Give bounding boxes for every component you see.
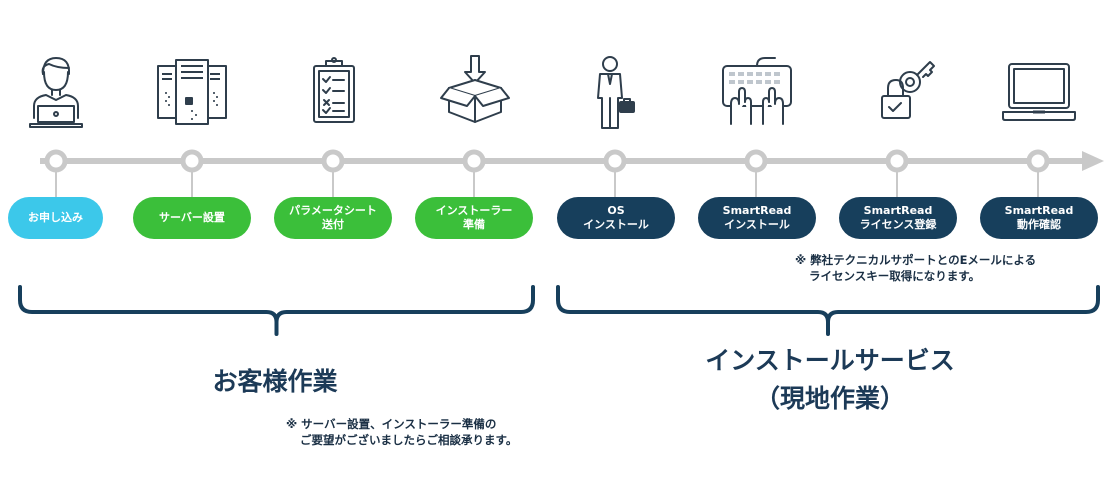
step-label: SmartRead	[863, 204, 933, 217]
customer-note-line1: ※ サーバー設置、インストーラー準備の	[286, 417, 497, 431]
timeline-node	[744, 149, 768, 173]
step-label-sub: 送付	[322, 218, 344, 231]
step-smartread-license: SmartRead ライセンス登録	[839, 197, 957, 239]
keyboard-hands-icon	[717, 52, 797, 132]
customer-note: ※ サーバー設置、インストーラー準備の ご要望がございましたらご相談承ります。	[286, 416, 517, 448]
timeline-arrowhead	[1082, 151, 1104, 171]
step-label: インストーラー	[435, 204, 513, 217]
box-download-icon	[435, 52, 515, 132]
timeline-node	[462, 149, 486, 173]
timeline-node	[885, 149, 909, 173]
license-note-line1: ※ 弊社テクニカルサポートとのEメールによる	[795, 253, 1037, 267]
timeline-node	[321, 149, 345, 173]
businessman-briefcase-icon	[576, 52, 656, 132]
clipboard-checklist-icon	[294, 52, 374, 132]
install-service-title: インストールサービス （現地作業）	[640, 342, 1020, 418]
step-smartread-install: SmartRead インストール	[698, 197, 816, 239]
step-label-sub: 準備	[463, 218, 485, 231]
step-label: パラメータシート	[289, 204, 377, 217]
install-service-title-line1: インストールサービス	[705, 346, 955, 375]
step-label: お申し込み	[28, 211, 83, 224]
license-note-line2: ライセンスキー取得になります。	[809, 269, 981, 283]
timeline-node	[44, 149, 68, 173]
license-note: ※ 弊社テクニカルサポートとのEメールによる ライセンスキー取得になります。	[795, 252, 1036, 284]
step-installer-prep: インストーラー 準備	[415, 197, 533, 239]
step-smartread-check: SmartRead 動作確認	[980, 197, 1098, 239]
person-laptop-icon	[16, 52, 96, 132]
step-application: お申し込み	[8, 197, 103, 239]
install-service-brace	[556, 285, 1100, 336]
customer-note-line2: ご要望がございましたらご相談承ります。	[300, 433, 518, 447]
timeline-node	[603, 149, 627, 173]
timeline-node	[1026, 149, 1050, 173]
step-label-sub: インストール	[724, 218, 790, 231]
step-label: SmartRead	[722, 204, 792, 217]
key-lock-icon	[858, 52, 938, 132]
step-label: OS	[607, 204, 625, 217]
timeline-node	[180, 149, 204, 173]
step-label: SmartRead	[1004, 204, 1074, 217]
step-server-setup: サーバー設置	[133, 197, 251, 239]
step-os-install: OS インストール	[557, 197, 675, 239]
step-label: サーバー設置	[159, 211, 225, 224]
laptop-icon	[999, 52, 1079, 132]
install-service-title-line2: （現地作業）	[754, 384, 905, 413]
step-label-sub: ライセンス登録	[859, 218, 937, 231]
customer-work-title: お客様作業	[212, 367, 338, 396]
step-parameter-sheet: パラメータシート 送付	[274, 197, 392, 239]
server-rack-icon	[152, 52, 232, 132]
step-label-sub: 動作確認	[1017, 218, 1061, 231]
step-label-sub: インストール	[583, 218, 649, 231]
customer-work-brace	[18, 285, 535, 336]
